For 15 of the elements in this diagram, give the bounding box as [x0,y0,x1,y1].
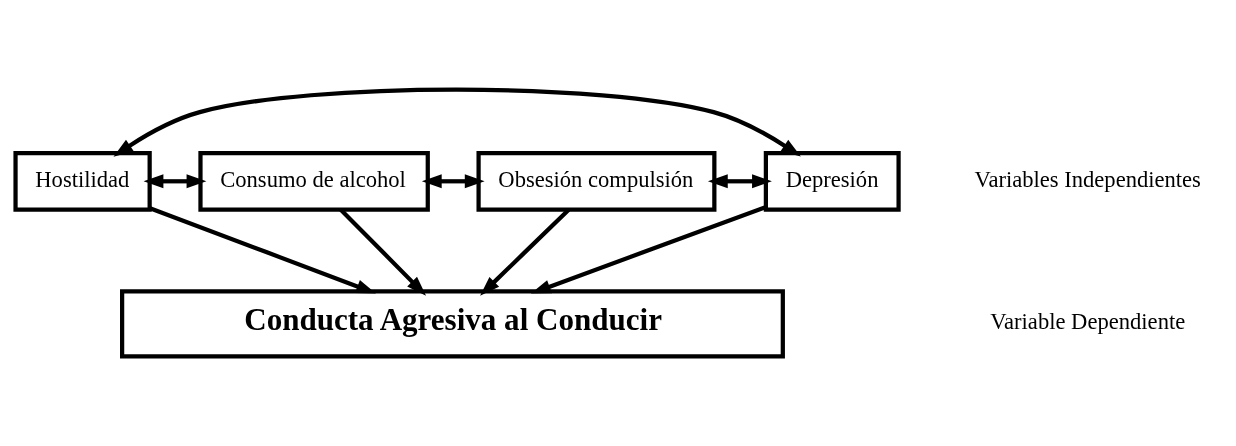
node-box: Obsesión compulsión [476,150,717,212]
label: Variables Independientes [974,166,1201,192]
node-box: Depresión [763,150,901,212]
arrow [143,174,207,189]
label: Variable Dependiente [990,309,1186,335]
node-box: Hostilidad [13,150,152,212]
node-box: Consumo de alcohol [198,150,430,212]
arrow [707,174,772,189]
node-box: Conducta Agresiva al Conducir [120,289,785,359]
arrow [421,174,485,189]
arrow [339,208,427,296]
arrow [480,208,571,296]
arrow [113,87,801,157]
arrow [149,206,376,294]
arrow [530,205,767,294]
